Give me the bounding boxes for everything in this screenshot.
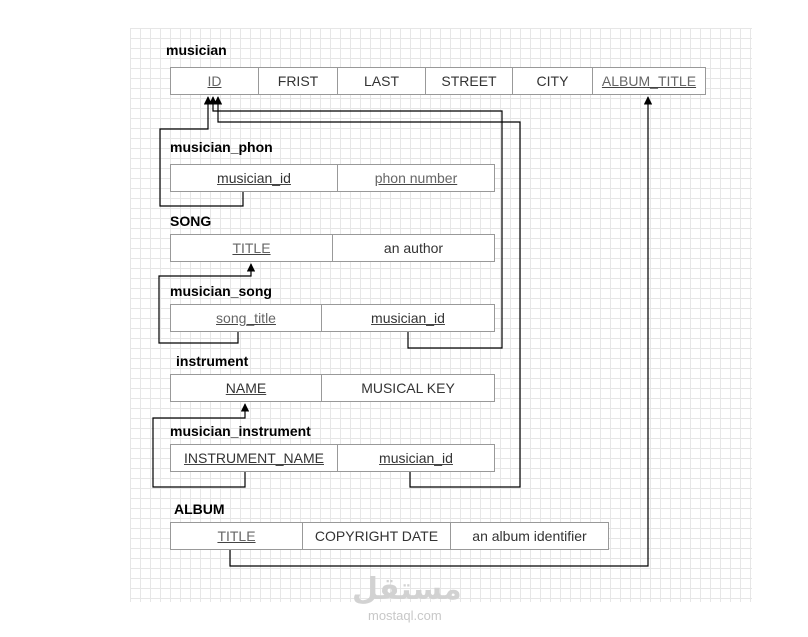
table-musician-instrument[interactable]: INSTRUMENT_NAME musician_id	[170, 444, 495, 472]
table-title-song: SONG	[170, 213, 212, 229]
column-song-title[interactable]: TITLE	[171, 235, 333, 261]
table-title-musician-phon: musician_phon	[170, 139, 273, 155]
table-title-musician-song: musician_song	[170, 283, 272, 299]
column-musician-instrument-name[interactable]: INSTRUMENT_NAME	[171, 445, 338, 471]
column-phon-number[interactable]: phon number	[374, 170, 458, 186]
column-song-author[interactable]: an author	[383, 240, 444, 256]
column-phon-musician-id[interactable]: musician_id	[171, 165, 338, 191]
column-musician-city[interactable]: CITY	[513, 68, 593, 94]
column-album-copyright-date[interactable]: COPYRIGHT DATE	[303, 523, 451, 549]
column-musician-instrument-musician-id[interactable]: musician_id	[379, 450, 453, 466]
table-title-musician-instrument: musician_instrument	[170, 423, 311, 439]
table-title-album: ALBUM	[174, 501, 225, 517]
column-musician-album-title[interactable]: ALBUM_TITLE	[601, 73, 697, 89]
column-musician-last[interactable]: LAST	[338, 68, 426, 94]
table-musician-phon[interactable]: musician_id phon number	[170, 164, 495, 192]
column-instrument-name[interactable]: NAME	[171, 375, 322, 401]
column-musician-id[interactable]: ID	[171, 68, 259, 94]
column-musician-street[interactable]: STREET	[426, 68, 513, 94]
column-musician-song-title[interactable]: song_title	[171, 305, 322, 331]
column-album-identifier[interactable]: an album identifier	[472, 528, 587, 544]
table-musician-song[interactable]: song_title musician_id	[170, 304, 495, 332]
column-musician-first[interactable]: FRIST	[259, 68, 338, 94]
column-album-title[interactable]: TITLE	[171, 523, 303, 549]
watermark-logo: مستقل	[352, 573, 462, 606]
column-instrument-musical-key[interactable]: MUSICAL KEY	[361, 380, 455, 396]
column-musician-song-musician-id[interactable]: musician_id	[371, 310, 445, 326]
watermark-site: mostaql.com	[368, 608, 442, 623]
table-title-musician: musician	[166, 42, 227, 58]
table-instrument[interactable]: NAME MUSICAL KEY	[170, 374, 495, 402]
table-song[interactable]: TITLE an author	[170, 234, 495, 262]
table-album[interactable]: TITLE COPYRIGHT DATE an album identifier	[170, 522, 609, 550]
table-musician[interactable]: ID FRIST LAST STREET CITY ALBUM_TITLE	[170, 67, 706, 95]
table-title-instrument: instrument	[176, 353, 249, 369]
